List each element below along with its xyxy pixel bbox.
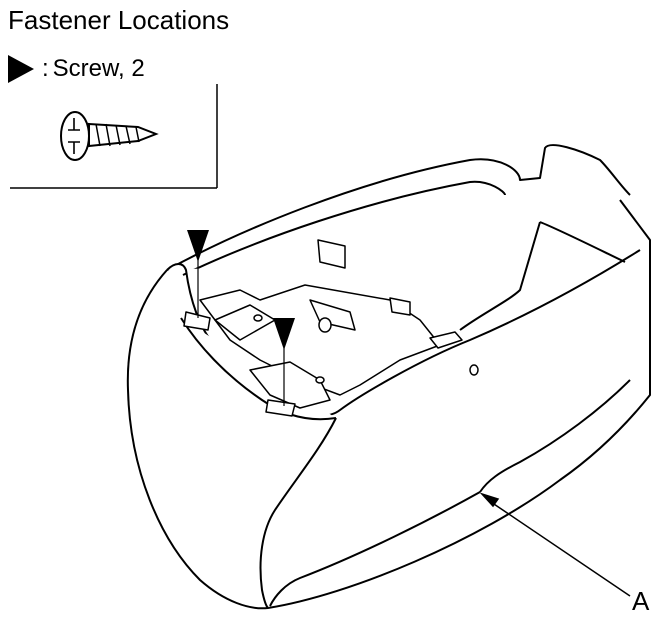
legend-label: Screw, 2: [52, 55, 145, 82]
legend-row: : Screw, 2: [8, 54, 145, 84]
screw-marker-2: [273, 318, 295, 406]
triangle-marker-icon: [8, 55, 34, 83]
callout-label-a: A: [632, 586, 650, 616]
diagram-title: Fastener Locations: [8, 5, 230, 35]
interior-bracket: [183, 239, 479, 417]
legend-separator: :: [42, 55, 49, 82]
screw-icon: [60, 111, 159, 161]
console-body: [126, 144, 651, 610]
screw-marker-1: [187, 230, 209, 318]
screw-legend-box: [10, 84, 218, 189]
callout-leader-a: [479, 492, 631, 597]
